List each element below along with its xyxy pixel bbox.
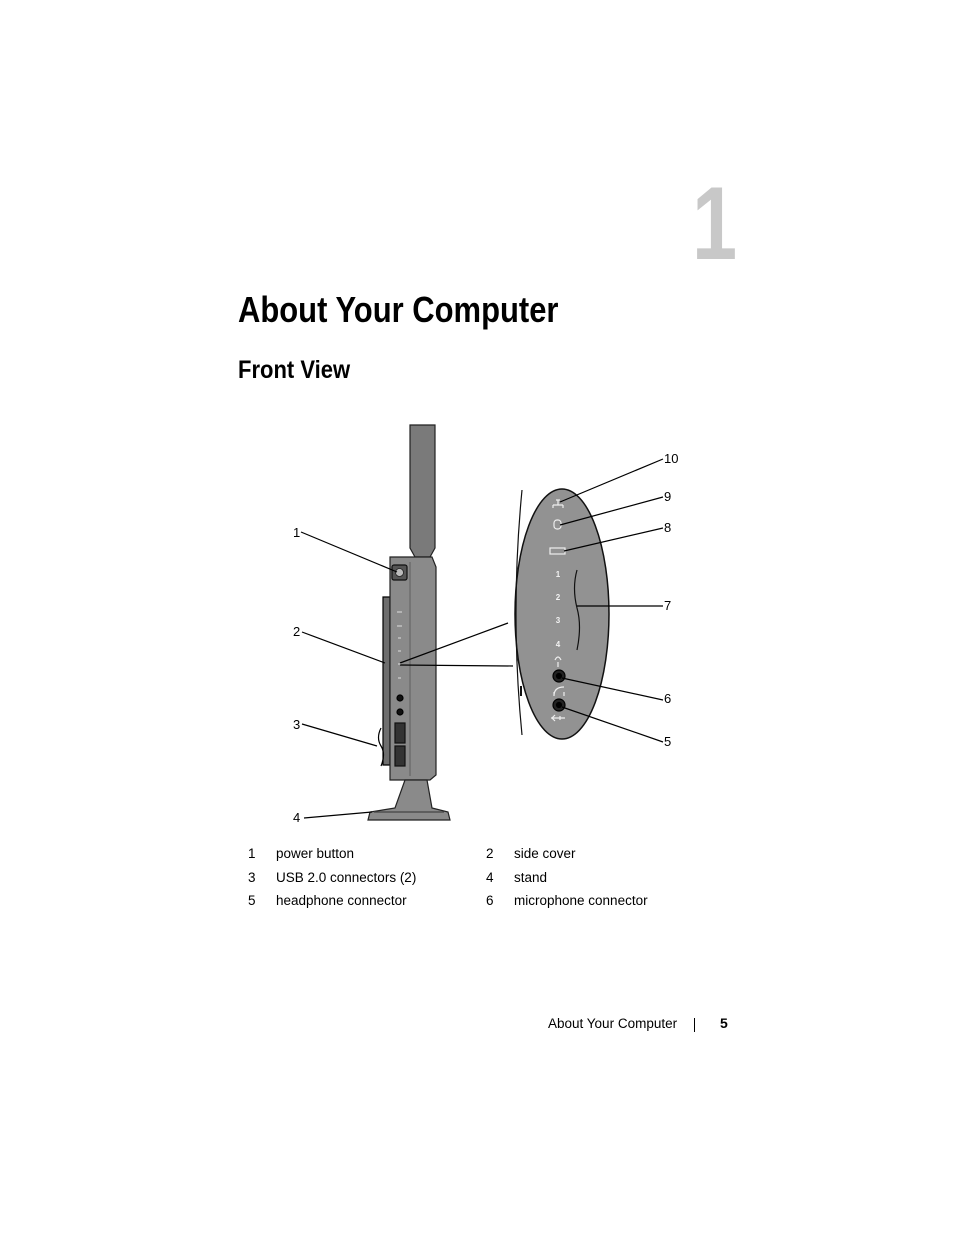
callout-10: 10 <box>664 451 678 466</box>
chapter-number: 1 <box>692 166 738 282</box>
legend-number: 6 <box>486 893 494 908</box>
leader-8 <box>563 527 664 552</box>
leader-9 <box>559 496 664 526</box>
leader-5 <box>561 706 664 743</box>
legend-label: power button <box>276 846 355 861</box>
panel-mark-4: 4 <box>556 640 561 649</box>
footer-chapter-title: About Your Computer <box>548 1016 678 1031</box>
legend-label: side cover <box>514 846 576 861</box>
leader-3 <box>301 723 378 747</box>
callout-3: 3 <box>293 717 300 732</box>
callout-2: 2 <box>293 624 300 639</box>
footer-separator <box>694 1018 695 1032</box>
leader-4 <box>303 811 373 819</box>
legend-number: 2 <box>486 846 494 861</box>
legend-number: 1 <box>248 846 256 861</box>
leader-1 <box>300 531 398 573</box>
page-number: 5 <box>720 1015 728 1031</box>
callout-6: 6 <box>664 691 671 706</box>
stand <box>367 779 451 821</box>
magnified-panel <box>514 488 610 740</box>
legend-label: headphone connector <box>276 893 407 908</box>
chapter-title: About Your Computer <box>238 289 559 330</box>
side-cover <box>382 596 391 766</box>
network-icon <box>552 499 564 508</box>
usb-icon <box>551 714 565 722</box>
panel-mark-3: 3 <box>556 616 561 625</box>
panel-mark-2: 2 <box>556 593 561 602</box>
small-mic-jack <box>396 694 404 702</box>
legend-label: stand <box>514 869 548 885</box>
callout-5: 5 <box>664 734 671 749</box>
callout-7: 7 <box>664 598 671 613</box>
leader-2 <box>301 631 386 664</box>
legend-number: 3 <box>248 869 256 885</box>
leader-6 <box>561 677 664 701</box>
legend-row: 5 headphone connector 6 microphone conne… <box>238 893 714 917</box>
callout-legend: 1 power button 2 side cover 3 USB 2.0 co… <box>238 846 714 917</box>
legend-row: 1 power button 2 side cover <box>238 846 714 870</box>
legend-row: 3 USB 2.0 connectors (2) 4 stand <box>238 870 714 894</box>
headphone-icon <box>553 686 565 697</box>
small-headphone-jack <box>396 708 404 716</box>
usb-port-2 <box>394 745 406 767</box>
legend-number: 4 <box>486 869 494 885</box>
callout-1: 1 <box>293 525 300 540</box>
usb-port-1 <box>394 722 406 744</box>
callout-8: 8 <box>664 520 671 535</box>
antenna <box>409 424 436 558</box>
callout-4: 4 <box>293 810 300 825</box>
panel-mark-1: 1 <box>556 570 561 579</box>
callout-9: 9 <box>664 489 671 504</box>
microphone-icon <box>554 656 562 667</box>
legend-label: microphone connector <box>514 893 648 908</box>
legend-label: USB 2.0 connectors (2) <box>276 869 417 885</box>
leader-10 <box>559 458 664 503</box>
section-title: Front View <box>238 356 351 384</box>
legend-number: 5 <box>248 893 256 908</box>
